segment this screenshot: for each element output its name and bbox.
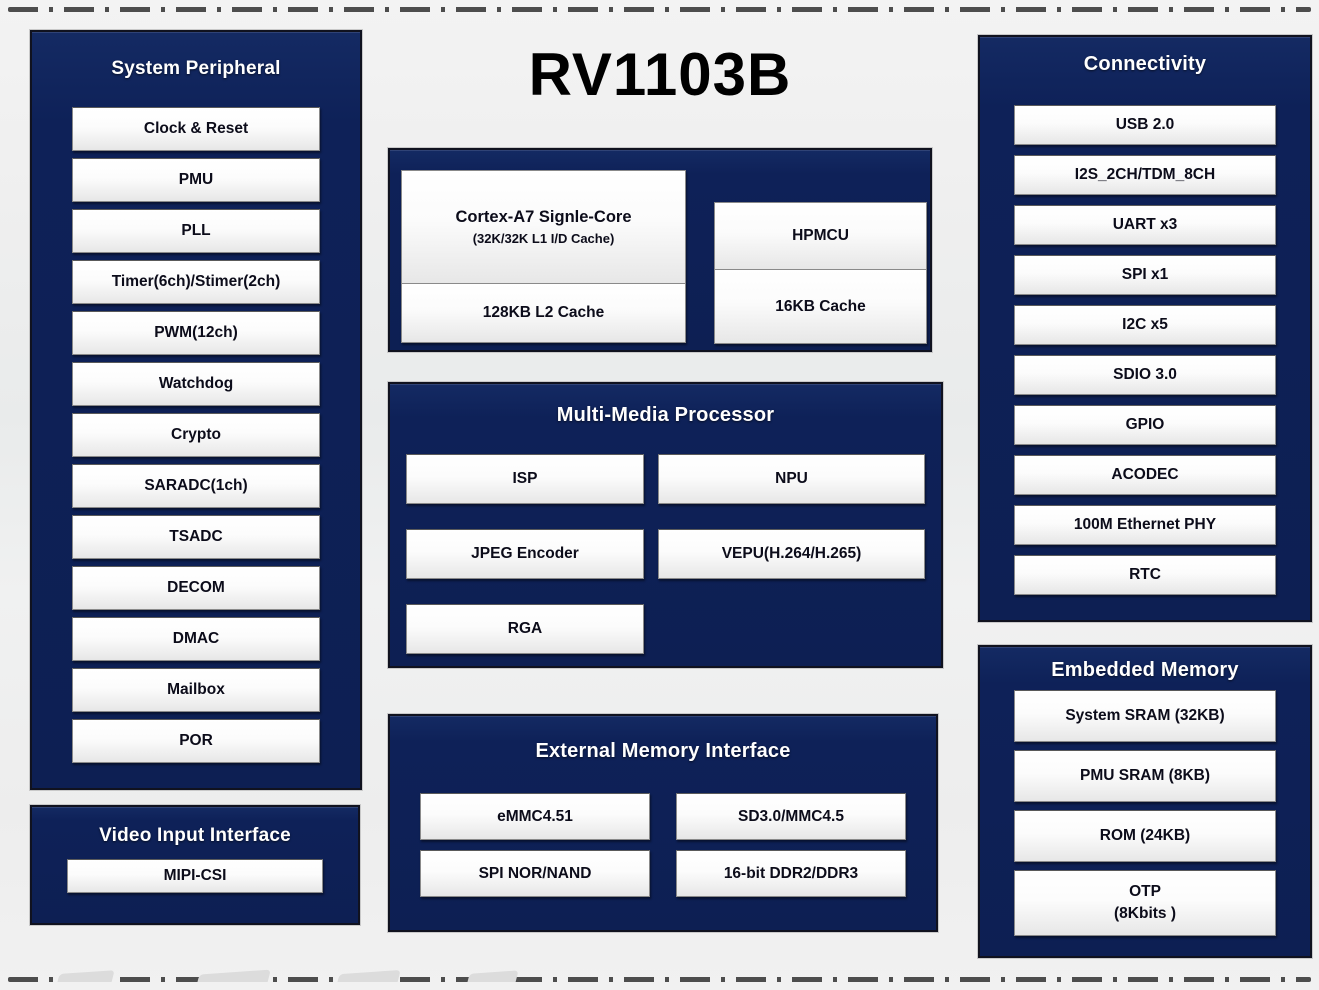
block-otp: OTP (8Kbits ) [1014,870,1276,936]
block-jpeg-encoder: JPEG Encoder [406,529,644,579]
panel-title-embedded-memory: Embedded Memory [1051,659,1239,681]
block-vepu: VEPU(H.264/H.265) [658,529,925,579]
block-i2c: I2C x5 [1014,305,1276,345]
watermark-fragment [45,968,525,982]
block-emmc: eMMC4.51 [420,793,650,840]
panel-title-multimedia: Multi-Media Processor [556,404,775,426]
block-pmu-sram: PMU SRAM (8KB) [1014,750,1276,802]
block-acodec: ACODEC [1014,455,1276,495]
block-ddr: 16-bit DDR2/DDR3 [676,850,906,897]
block-watchdog: Watchdog [72,362,320,406]
block-rtc: RTC [1014,555,1276,595]
panel-title-external-memory: External Memory Interface [535,740,791,762]
otp-line2: (8Kbits ) [1114,905,1176,922]
panel-multimedia-processor: Multi-Media Processor ISP NPU JPEG Encod… [388,382,943,668]
panel-title-connectivity: Connectivity [1083,53,1207,75]
block-saradc: SARADC(1ch) [72,464,320,508]
block-16kb-cache: 16KB Cache [714,269,927,344]
block-decom: DECOM [72,566,320,610]
block-rom: ROM (24KB) [1014,810,1276,862]
otp-line1: OTP [1129,883,1161,901]
panel-title-system-peripheral: System Peripheral [111,58,281,79]
block-l2-cache: 128KB L2 Cache [401,283,686,343]
block-npu: NPU [658,454,925,504]
block-mipi-csi: MIPI-CSI [67,859,323,893]
panel-system-peripheral: System Peripheral Clock & Reset PMU PLL … [30,30,362,790]
multimedia-row-2: JPEG Encoder VEPU(H.264/H.265) [406,529,925,579]
block-cortex-a7: Cortex-A7 Signle-Core (32K/32K L1 I/D Ca… [401,170,686,283]
block-pwm: PWM(12ch) [72,311,320,355]
block-dmac: DMAC [72,617,320,661]
block-system-sram: System SRAM (32KB) [1014,690,1276,742]
block-ethernet-phy: 100M Ethernet PHY [1014,505,1276,545]
block-clock-reset: Clock & Reset [72,107,320,151]
chip-title: RV1103B [528,41,792,108]
external-memory-row-2: SPI NOR/NAND 16-bit DDR2/DDR3 [420,850,906,897]
panel-video-input-interface: Video Input Interface MIPI-CSI [30,805,360,925]
block-isp: ISP [406,454,644,504]
block-spi-nor-nand: SPI NOR/NAND [420,850,650,897]
cortex-core-title: Cortex-A7 Signle-Core [455,208,632,226]
panel-title-video-input: Video Input Interface [99,825,291,846]
top-dashed-border [8,7,1311,12]
cortex-core-subtitle: (32K/32K L1 I/D Cache) [472,231,615,246]
block-uart: UART x3 [1014,205,1276,245]
block-spi: SPI x1 [1014,255,1276,295]
block-gpio: GPIO [1014,405,1276,445]
block-sd-mmc: SD3.0/MMC4.5 [676,793,906,840]
cpu-core-stack: Cortex-A7 Signle-Core (32K/32K L1 I/D Ca… [401,170,686,343]
block-mailbox: Mailbox [72,668,320,712]
block-usb: USB 2.0 [1014,105,1276,145]
block-por: POR [72,719,320,763]
block-pmu: PMU [72,158,320,202]
block-crypto: Crypto [72,413,320,457]
bottom-dashed-border [8,977,1311,982]
panel-external-memory-interface: External Memory Interface eMMC4.51 SD3.0… [388,714,938,932]
multimedia-row-3: RGA [406,604,925,654]
panel-cpu: Cortex-A7 Signle-Core (32K/32K L1 I/D Ca… [388,148,932,352]
block-rga: RGA [406,604,644,654]
external-memory-row-1: eMMC4.51 SD3.0/MMC4.5 [420,793,906,840]
multimedia-row-1: ISP NPU [406,454,925,504]
panel-connectivity: Connectivity USB 2.0 I2S_2CH/TDM_8CH UAR… [978,35,1312,622]
block-pll: PLL [72,209,320,253]
block-timer-stimer: Timer(6ch)/Stimer(2ch) [72,260,320,304]
panel-embedded-memory: Embedded Memory System SRAM (32KB) PMU S… [978,645,1312,958]
mcu-stack: HPMCU 16KB Cache [714,202,927,344]
block-tsadc: TSADC [72,515,320,559]
block-sdio: SDIO 3.0 [1014,355,1276,395]
block-hpmcu: HPMCU [714,202,927,269]
block-i2s-tdm: I2S_2CH/TDM_8CH [1014,155,1276,195]
